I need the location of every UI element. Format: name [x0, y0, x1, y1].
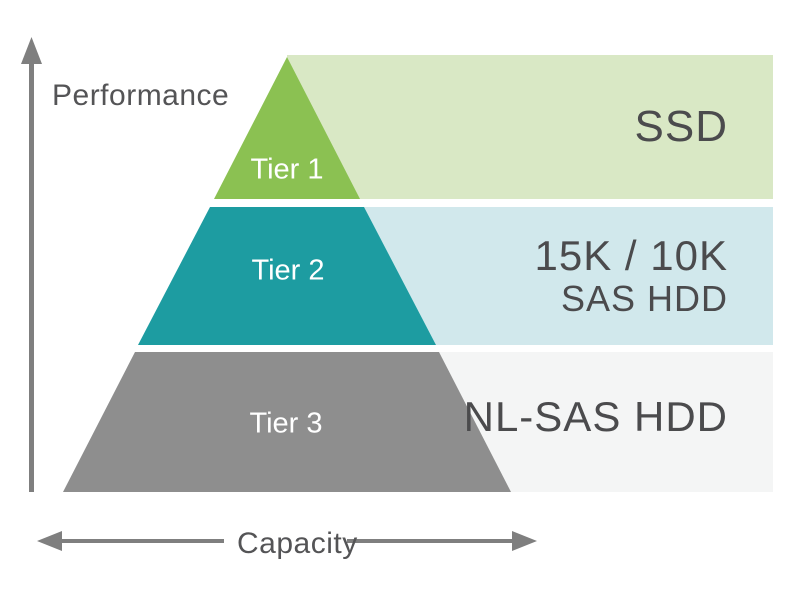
- performance-axis-label: Performance: [52, 79, 230, 112]
- tier1-label: Tier 1: [250, 153, 324, 186]
- tier2-media-line2: SAS HDD: [560, 278, 728, 320]
- tier3-pyramid-shape: [63, 352, 511, 492]
- tier2-label: Tier 2: [251, 254, 325, 287]
- arrow-right-icon: [512, 531, 537, 551]
- tier3-media-label: NL-SAS HDD: [463, 393, 728, 440]
- tier1-media-label: SSD: [634, 102, 728, 151]
- tier2-pyramid-shape: [138, 207, 436, 345]
- capacity-axis-label: Capacity: [237, 527, 358, 560]
- arrow-left-icon: [37, 531, 62, 551]
- tier2-media-label: 15K / 10K SAS HDD: [364, 207, 773, 345]
- tier1-band: [287, 55, 773, 199]
- tier1-pyramid-shape: [214, 57, 360, 199]
- tier2-media-line1: 15K / 10K: [534, 232, 728, 280]
- tier2-band: [364, 207, 773, 345]
- arrow-up-icon: [21, 37, 42, 64]
- tier3-label: Tier 3: [249, 407, 323, 440]
